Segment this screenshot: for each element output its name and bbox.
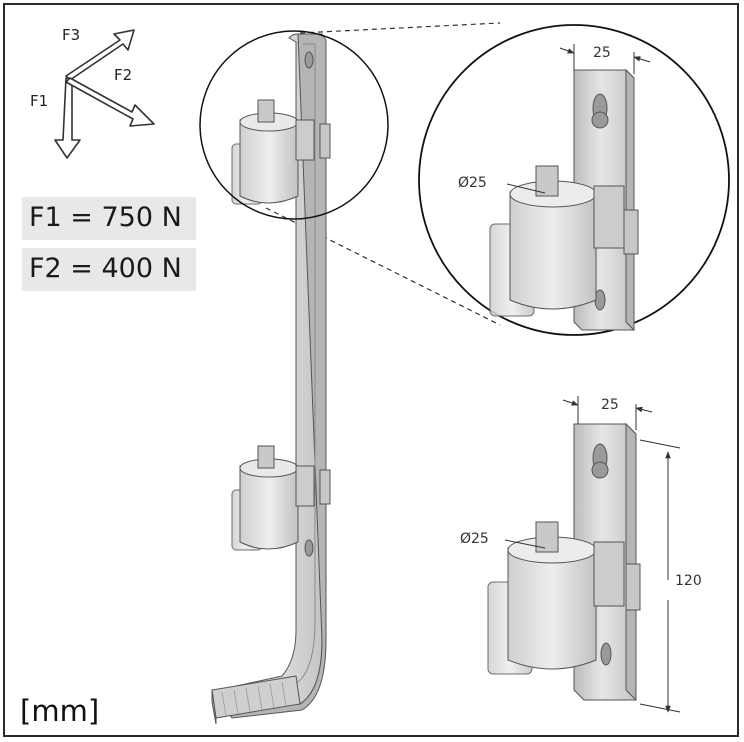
zoom-diameter-dimension: Ø25 [458,175,487,191]
f1-arrow-icon [54,77,81,159]
bracket-height-dimension: 120 [674,573,703,589]
zoom-connector-lines [265,22,501,326]
zoom-width-dimension: 25 [593,45,611,61]
f2-label: F2 [114,66,133,84]
f3-arrow-icon [65,29,135,81]
bracket-width-dimension: 25 [601,397,619,413]
f3-label: F3 [62,26,81,44]
f1-label: F1 [30,92,49,110]
force-direction-arrows [54,29,155,159]
short-bracket [487,396,681,713]
force-f1-value: F1 = 750 N [22,197,196,240]
bracket-diameter-dimension: Ø25 [460,531,489,547]
rail-clip-upper [231,99,331,205]
force-f2-value: F2 = 400 N [22,248,196,291]
small-zoom-circle [199,30,389,220]
unit-label: [mm] [20,694,100,728]
zoom-detail [418,24,730,336]
f2-arrow-icon [65,77,155,127]
rail-clip-lower [231,445,331,551]
